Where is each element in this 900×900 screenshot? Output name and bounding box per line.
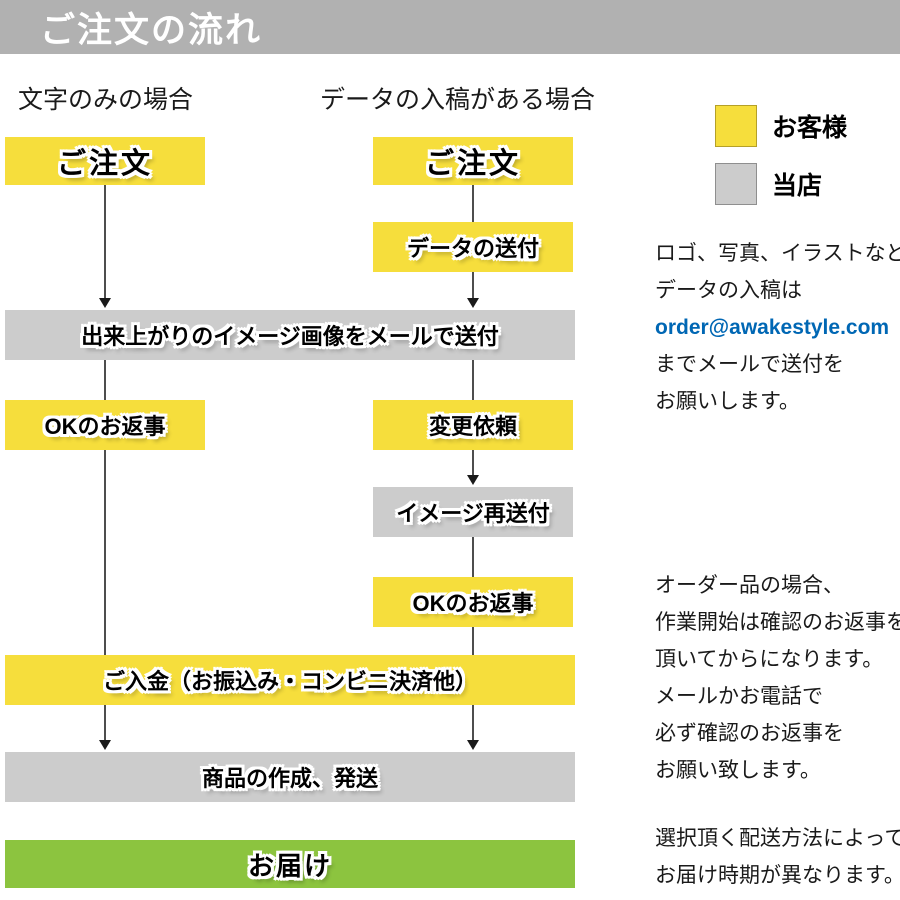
email-link[interactable]: order@awakestyle.com — [655, 316, 890, 339]
flow-box-data-send-label: データの送付 — [406, 236, 539, 261]
note-line: 選択頂く配送方法によって — [655, 827, 900, 850]
flow-box-change-request-label: 変更依頼 — [428, 414, 517, 439]
flow-box-ok-reply-left: OKのお返事 — [5, 400, 205, 450]
arrow-down-icon — [467, 298, 479, 308]
flow-line-payment-to-production-left — [104, 705, 106, 740]
page-title: ご注文の流れ — [40, 10, 263, 50]
flow-line-order-right-to-data-send — [472, 185, 474, 222]
flow-box-data-send: データの送付 — [373, 222, 573, 272]
flow-box-order-left: ご注文 — [5, 137, 205, 185]
flow-box-change-request: 変更依頼 — [373, 400, 573, 450]
note-line: メールかお電話で — [655, 685, 823, 708]
flow-line-image-resend-to-ok-right — [472, 537, 474, 577]
flow-box-image-mail: 出来上がりのイメージ画像をメールで送付 — [5, 310, 575, 360]
legend-label-customer: お客様 — [772, 114, 848, 142]
note-line: までメールで送付を — [655, 353, 844, 376]
flow-box-ok-reply-right-label: OKのお返事 — [412, 591, 534, 616]
flow-line-ok-left-to-payment — [104, 450, 106, 655]
flow-box-image-mail-label: 出来上がりのイメージ画像をメールで送付 — [81, 324, 499, 349]
note-shipping: 選択頂く配送方法によって お届け時期が異なります。 — [655, 820, 900, 894]
legend-item-shop: 当店 — [715, 163, 847, 205]
flow-line-change-request-to-image-resend — [472, 450, 474, 475]
flow-box-image-resend: イメージ再送付 — [373, 487, 573, 537]
arrow-down-icon — [99, 298, 111, 308]
legend-item-customer: お客様 — [715, 105, 847, 147]
arrow-down-icon — [467, 475, 479, 485]
flow-box-order-left-label: ご注文 — [56, 148, 153, 180]
flow-box-ok-reply-right: OKのお返事 — [373, 577, 573, 627]
flow-box-delivery-label: お届け — [247, 850, 332, 881]
note-line: 必ず確認のお返事を — [655, 722, 844, 745]
note-line: データの入稿は — [655, 279, 802, 302]
flow-box-production: 商品の作成、発送 — [5, 752, 575, 802]
flow-line-payment-to-production-right — [472, 705, 474, 740]
flow-line-image-mail-to-ok-left — [104, 360, 106, 400]
arrow-down-icon — [99, 740, 111, 750]
note-line: ロゴ、写真、イラストなど — [655, 242, 900, 265]
flow-box-payment: ご入金（お振込み・コンビニ決済他） — [5, 655, 575, 705]
note-data-submission: ロゴ、写真、イラストなど データの入稿は order@awakestyle.co… — [655, 235, 900, 420]
note-line: オーダー品の場合、 — [655, 574, 844, 597]
flow-box-image-resend-label: イメージ再送付 — [396, 501, 550, 526]
page-header: ご注文の流れ — [0, 0, 900, 54]
shop-color-swatch — [715, 163, 757, 205]
flow-box-order-right-label: ご注文 — [424, 148, 521, 180]
column-label-text-only: 文字のみの場合 — [18, 86, 194, 114]
legend: お客様 当店 — [715, 105, 847, 221]
flow-line-order-left-to-image-mail — [104, 185, 106, 298]
flow-line-data-send-to-image-mail — [472, 272, 474, 298]
flow-box-ok-reply-left-label: OKのお返事 — [44, 414, 166, 439]
note-line: 頂いてからになります。 — [655, 648, 884, 671]
flow-line-image-mail-to-change-request — [472, 360, 474, 400]
flow-box-delivery: お届け — [5, 840, 575, 888]
note-line: お届け時期が異なります。 — [655, 864, 900, 887]
note-line: お願い致します。 — [655, 759, 821, 782]
flow-box-production-label: 商品の作成、発送 — [201, 766, 378, 791]
note-line: 作業開始は確認のお返事を — [655, 611, 900, 634]
arrow-down-icon — [467, 740, 479, 750]
note-line: お願いします。 — [655, 390, 800, 413]
column-label-data-submission: データの入稿がある場合 — [320, 86, 596, 114]
note-confirmation: オーダー品の場合、 作業開始は確認のお返事を 頂いてからになります。 メールかお… — [655, 567, 900, 789]
customer-color-swatch — [715, 105, 757, 147]
flow-line-ok-right-to-payment — [472, 627, 474, 655]
flow-box-order-right: ご注文 — [373, 137, 573, 185]
legend-label-shop: 当店 — [772, 172, 823, 200]
flow-box-payment-label: ご入金（お振込み・コンビニ決済他） — [102, 669, 477, 694]
